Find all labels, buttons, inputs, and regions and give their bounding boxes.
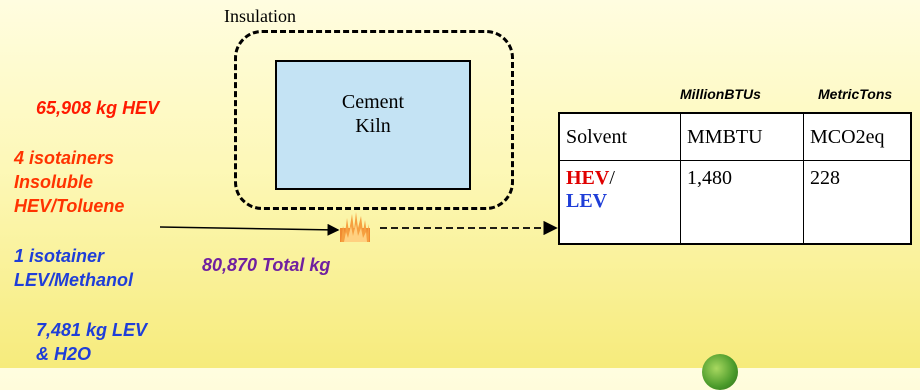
lev-water-line2: & H2O [36, 344, 92, 364]
insulation-label: Insulation [224, 6, 296, 26]
lev-isotainer-label: 1 isotainer LEV/Methanol [14, 244, 133, 292]
total-kg-label: 80,870 Total kg [202, 255, 331, 275]
cement-kiln-box: Cement Kiln [275, 60, 471, 190]
solvent-lev: LEV [566, 190, 608, 212]
solvent-hev: HEV [566, 167, 610, 189]
flow-arrows [159, 220, 558, 236]
hev-mass-label: 65,908 kg HEV [36, 98, 160, 118]
header-mco2eq: MCO2eq [803, 112, 912, 161]
kiln-label-line1: Cement [341, 91, 405, 113]
table-row: HEV/LEV 1,480 228 [558, 160, 912, 245]
hev-isotainers-label: 4 isotainers Insoluble HEV/Toluene [14, 146, 124, 218]
header-mmbtu: MMBTU [680, 112, 804, 161]
kiln-label-line2: Kiln [355, 115, 391, 137]
lev-isotainer-line1: 1 isotainer [14, 246, 105, 266]
globe-logo [702, 354, 738, 390]
hev-isotainers-line1: 4 isotainers [14, 148, 115, 168]
lev-water-line1: 7,481 kg LEV [36, 320, 148, 340]
flame-icon [340, 212, 370, 242]
table-header-row: Solvent MMBTU MCO2eq [558, 112, 912, 161]
lev-water-label: 7,481 kg LEV & H2O [36, 318, 147, 366]
hev-isotainers-line2: Insoluble [14, 172, 94, 192]
unit-header-btu: MillionBTUs [680, 86, 761, 102]
cell-mmbtu: 1,480 [680, 160, 804, 245]
hev-isotainers-line3: HEV/Toluene [14, 196, 125, 216]
cell-mco2eq: 228 [803, 160, 912, 245]
cell-solvent: HEV/LEV [558, 160, 681, 245]
unit-header-tons: MetricTons [818, 86, 893, 102]
input-arrow [159, 223, 340, 236]
solvent-slash: / [609, 167, 615, 189]
results-table: Solvent MMBTU MCO2eq HEV/LEV 1,480 228 [558, 112, 912, 245]
insulation-boundary [234, 30, 514, 210]
lev-isotainer-line2: LEV/Methanol [14, 270, 134, 290]
header-solvent: Solvent [558, 112, 681, 161]
